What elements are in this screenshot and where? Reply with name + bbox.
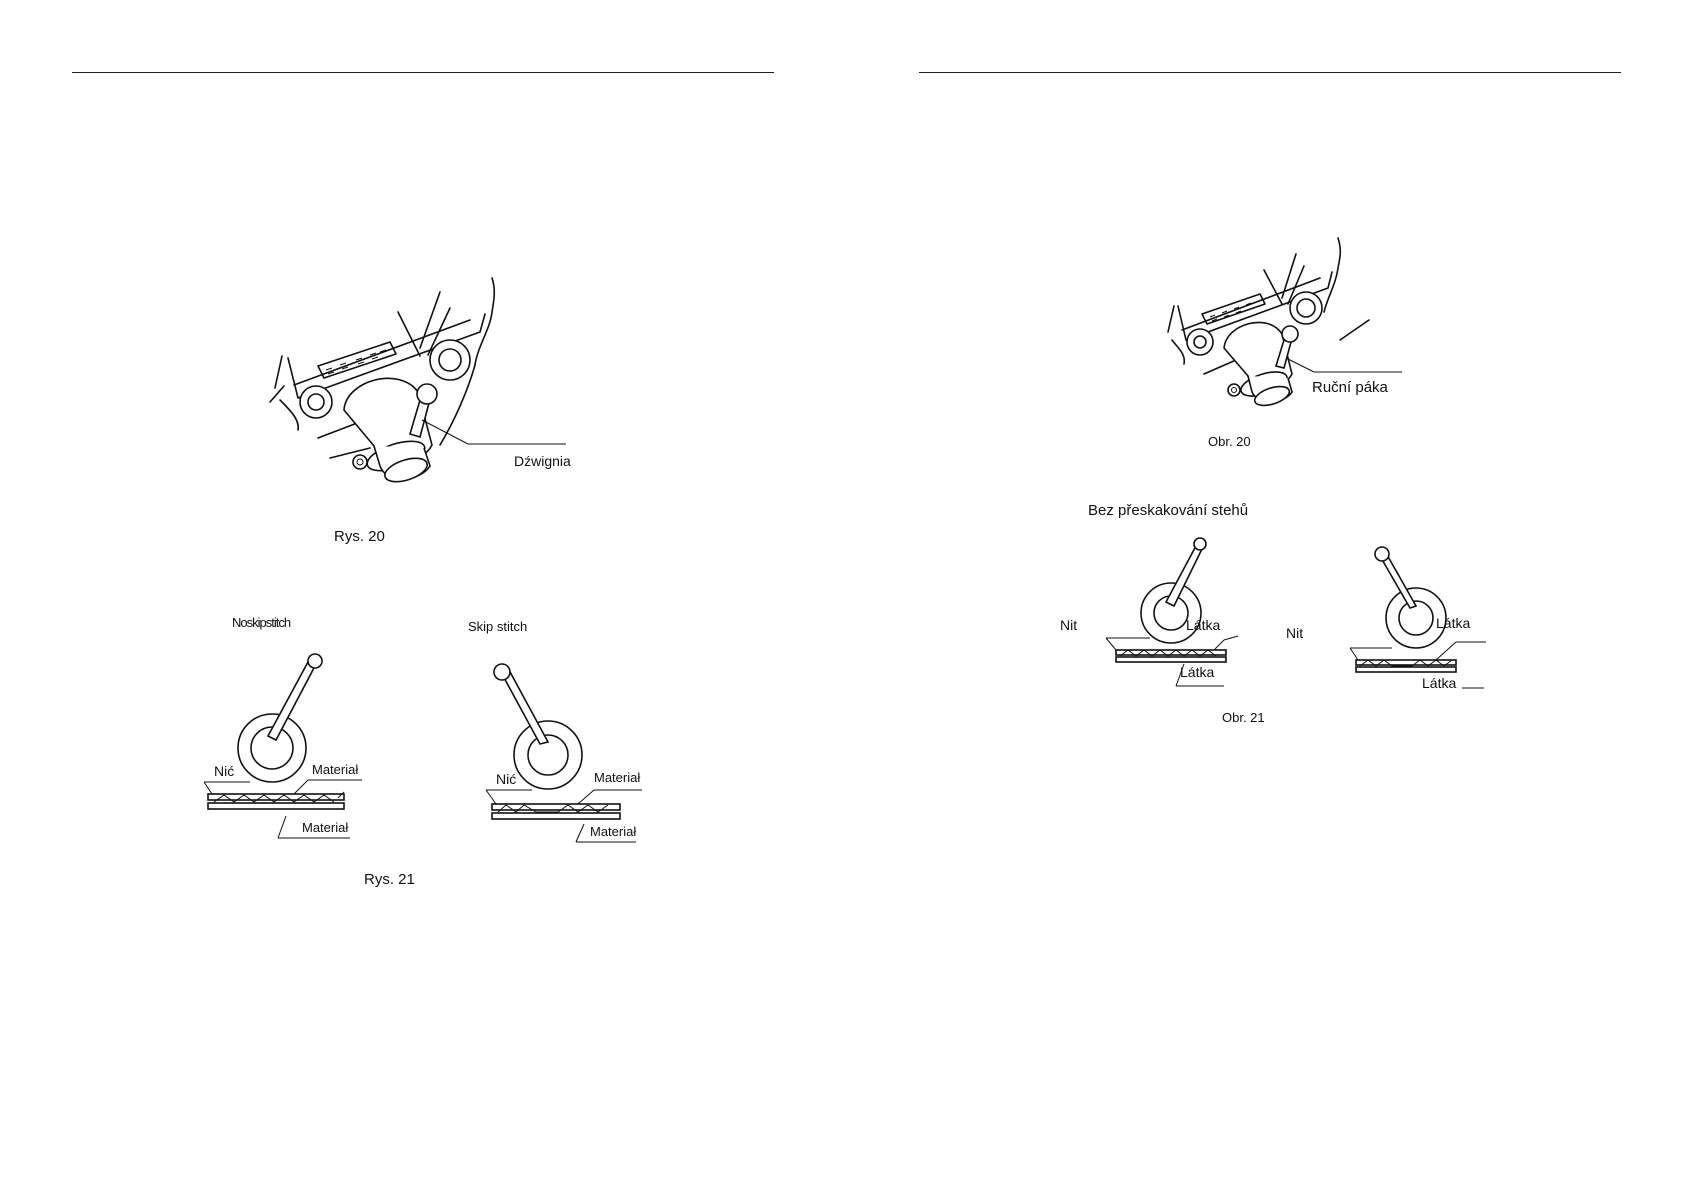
header-rule <box>72 72 774 73</box>
left-page: Dźwignia Rys. 20 Noskipstitch Nić Materi… <box>0 0 842 1191</box>
lever-label: Dźwignia <box>514 453 571 469</box>
fabric-bottom-label: Látka <box>1180 664 1214 680</box>
material-top-label: Materiał <box>312 762 358 777</box>
knob-left <box>1187 329 1213 355</box>
thread-label: Nić <box>496 771 516 787</box>
figure-20-left: Dźwignia <box>270 270 590 550</box>
no-skip-heading: Noskipstitch <box>232 615 291 630</box>
figure-21-caption: Obr. 21 <box>1222 710 1265 725</box>
thread-label: Nit <box>1286 625 1303 641</box>
knob-right <box>1290 292 1322 324</box>
figure-21-left-no-skip: Noskipstitch Nić Materiał Materiał <box>200 610 380 840</box>
figure-21-right-no-skip: Nit Látka Látka <box>1060 536 1300 692</box>
lever-label: Ruční páka <box>1312 379 1389 396</box>
thread-label: Nić <box>214 763 234 779</box>
header-rule <box>919 72 1621 73</box>
fabric-top-label: Látka <box>1186 617 1220 633</box>
right-page: Ruční páka Obr. 20 Bez přeskakování steh… <box>842 0 1684 1191</box>
material-top-label: Materiał <box>594 770 640 785</box>
no-skip-heading: Bez přeskakování stehů <box>1088 502 1248 519</box>
knob-left <box>300 386 332 418</box>
fabric-top-label: Látka <box>1436 615 1470 631</box>
knob-right <box>430 340 470 380</box>
material-bottom-label: Materiał <box>302 820 348 835</box>
material-bottom-label: Materiał <box>590 824 636 839</box>
thread-label: Nit <box>1060 617 1077 633</box>
lever-leader-line <box>1286 358 1402 372</box>
figure-21-caption: Rys. 21 <box>364 871 415 888</box>
figure-20-right: Ruční páka <box>1164 236 1424 456</box>
skip-heading: Skip stitch <box>468 619 527 634</box>
figure-21-left-skip: Skip stitch Nić Materiał Materiał <box>460 614 650 844</box>
figure-20-caption: Obr. 20 <box>1208 434 1251 449</box>
figure-21-right-skip: Nit Látka Látka <box>1286 544 1526 700</box>
figure-20-caption: Rys. 20 <box>334 528 385 545</box>
fabric-bottom-label: Látka <box>1422 675 1456 691</box>
